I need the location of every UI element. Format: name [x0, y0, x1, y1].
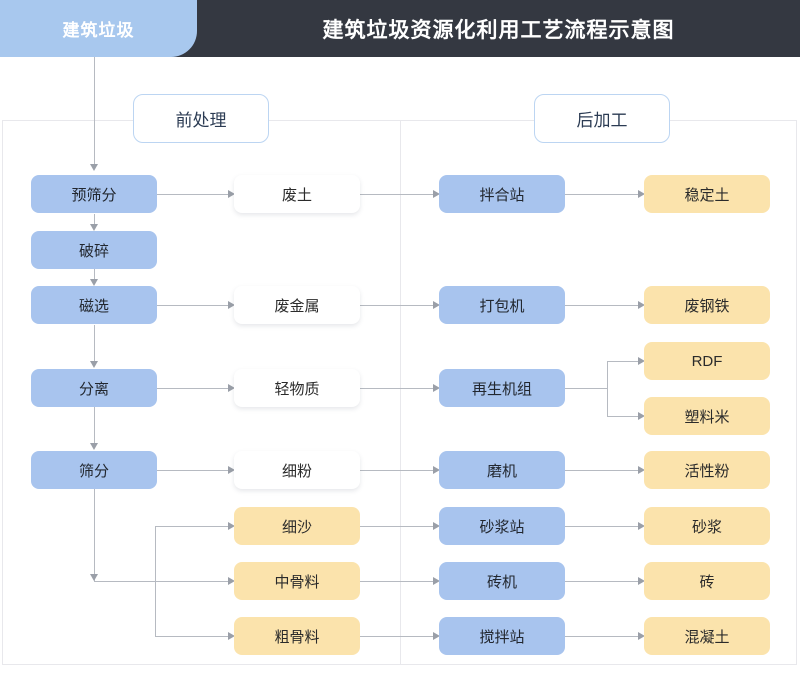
connector-screen-down — [94, 489, 95, 581]
connector-mortarstation-mortar — [565, 526, 643, 527]
connector-crush-magnetic — [94, 269, 95, 281]
connector-midagg-brick — [360, 581, 438, 582]
node-crush[interactable]: 破碎 — [31, 231, 157, 269]
connector-prescreen-wastesoil — [157, 194, 233, 195]
connector-lightmatter-recycling — [360, 388, 438, 389]
node-light-matter[interactable]: 轻物质 — [234, 369, 360, 407]
node-mortar[interactable]: 砂浆 — [644, 507, 770, 545]
node-fine-sand[interactable]: 细沙 — [234, 507, 360, 545]
node-waste-soil[interactable]: 废土 — [234, 175, 360, 213]
connector-wastemetal-baler — [360, 305, 438, 306]
connector-wastesoil-mixing — [360, 194, 438, 195]
connector-brickmachine-brick — [565, 581, 643, 582]
arrowhead-screen-finepowder — [228, 466, 235, 474]
arrowhead-coarseagg-batching — [433, 632, 440, 640]
arrowhead-rdf — [638, 357, 645, 365]
connector-batching-concrete — [565, 636, 643, 637]
node-concrete[interactable]: 混凝土 — [644, 617, 770, 655]
connector-fork-plastic — [607, 416, 643, 417]
arrowhead-lightmatter-recycling — [433, 384, 440, 392]
node-rdf[interactable]: RDF — [644, 342, 770, 380]
connector-entry — [94, 57, 95, 165]
tab-construction-waste[interactable]: 建筑垃圾 — [0, 0, 197, 57]
node-stabilized-soil[interactable]: 稳定土 — [644, 175, 770, 213]
connector-separate-lightmatter — [157, 388, 233, 389]
section-label-post: 后加工 — [534, 94, 670, 143]
connector-trunk-fine-sand — [155, 526, 233, 527]
node-batching-plant[interactable]: 搅拌站 — [439, 617, 565, 655]
arrowhead-prescreen-crush — [90, 224, 98, 231]
arrowhead-prescreen-wastesoil — [228, 190, 235, 198]
arrowhead-wastemetal-baler — [433, 301, 440, 309]
section-divider — [400, 120, 401, 665]
node-mixing-station[interactable]: 拌合站 — [439, 175, 565, 213]
node-fine-powder[interactable]: 细粉 — [234, 451, 360, 489]
arrowhead-mid-agg — [228, 577, 235, 585]
connector-mill-activepowder — [565, 470, 643, 471]
arrowhead-mortarstation-mortar — [638, 522, 645, 530]
node-screen[interactable]: 筛分 — [31, 451, 157, 489]
node-brick[interactable]: 砖 — [644, 562, 770, 600]
node-magnetic[interactable]: 磁选 — [31, 286, 157, 324]
node-brick-machine[interactable]: 砖机 — [439, 562, 565, 600]
node-separate[interactable]: 分离 — [31, 369, 157, 407]
connector-screen-right — [94, 581, 233, 582]
connector-baler-scrapsteel — [565, 305, 643, 306]
arrowhead-midagg-brick — [433, 577, 440, 585]
node-mid-agg[interactable]: 中骨料 — [234, 562, 360, 600]
arrowhead-baler-scrapsteel — [638, 301, 645, 309]
node-waste-metal[interactable]: 废金属 — [234, 286, 360, 324]
connector-mixing-stabilizedsoil — [565, 194, 643, 195]
arrowhead-separate-lightmatter — [228, 384, 235, 392]
arrowhead-finesand-mortar — [433, 522, 440, 530]
arrowhead-crush-magnetic — [90, 279, 98, 286]
arrowhead-coarse-agg — [228, 632, 235, 640]
arrowhead-batching-concrete — [638, 632, 645, 640]
node-recycling-unit[interactable]: 再生机组 — [439, 369, 565, 407]
connector-trunk-coarse-agg — [155, 636, 233, 637]
node-active-powder[interactable]: 活性粉 — [644, 451, 770, 489]
node-pre-screen[interactable]: 预筛分 — [31, 175, 157, 213]
page-title: 建筑垃圾资源化利用工艺流程示意图 — [322, 18, 675, 42]
connector-recycling-fork-trunk — [607, 361, 608, 416]
connector-coarseagg-batching — [360, 636, 438, 637]
arrowhead-mixing-stabilizedsoil — [638, 190, 645, 198]
connector-separate-screen — [94, 407, 95, 445]
arrowhead-finepowder-mill — [433, 466, 440, 474]
arrowhead-separate-screen — [90, 443, 98, 450]
node-coarse-agg[interactable]: 粗骨料 — [234, 617, 360, 655]
section-label-pre: 前处理 — [133, 94, 269, 143]
connector-screen-finepowder — [157, 470, 233, 471]
arrowhead-magnetic-wastemetal — [228, 301, 235, 309]
connector-prescreen-crush — [94, 214, 95, 226]
arrowhead-mill-activepowder — [638, 466, 645, 474]
arrowhead-screen-down — [90, 574, 98, 581]
node-scrap-steel[interactable]: 废钢铁 — [644, 286, 770, 324]
connector-finepowder-mill — [360, 470, 438, 471]
arrowhead-wastesoil-mixing — [433, 190, 440, 198]
node-mortar-station[interactable]: 砂浆站 — [439, 507, 565, 545]
arrowhead-brickmachine-brick — [638, 577, 645, 585]
node-baler[interactable]: 打包机 — [439, 286, 565, 324]
connector-fork-rdf — [607, 361, 643, 362]
diagram-panel — [2, 120, 797, 665]
connector-recycling-fork-stem — [565, 388, 608, 389]
connector-agg-trunk — [155, 526, 156, 637]
connector-finesand-mortar — [360, 526, 438, 527]
arrowhead-magnetic-separate — [90, 361, 98, 368]
arrowhead-plastic-pellet — [638, 412, 645, 420]
connector-magnetic-wastemetal — [157, 305, 233, 306]
arrowhead-entry — [90, 164, 98, 171]
connector-magnetic-separate — [94, 325, 95, 363]
node-mill[interactable]: 磨机 — [439, 451, 565, 489]
arrowhead-fine-sand — [228, 522, 235, 530]
node-plastic-pellet[interactable]: 塑料米 — [644, 397, 770, 435]
